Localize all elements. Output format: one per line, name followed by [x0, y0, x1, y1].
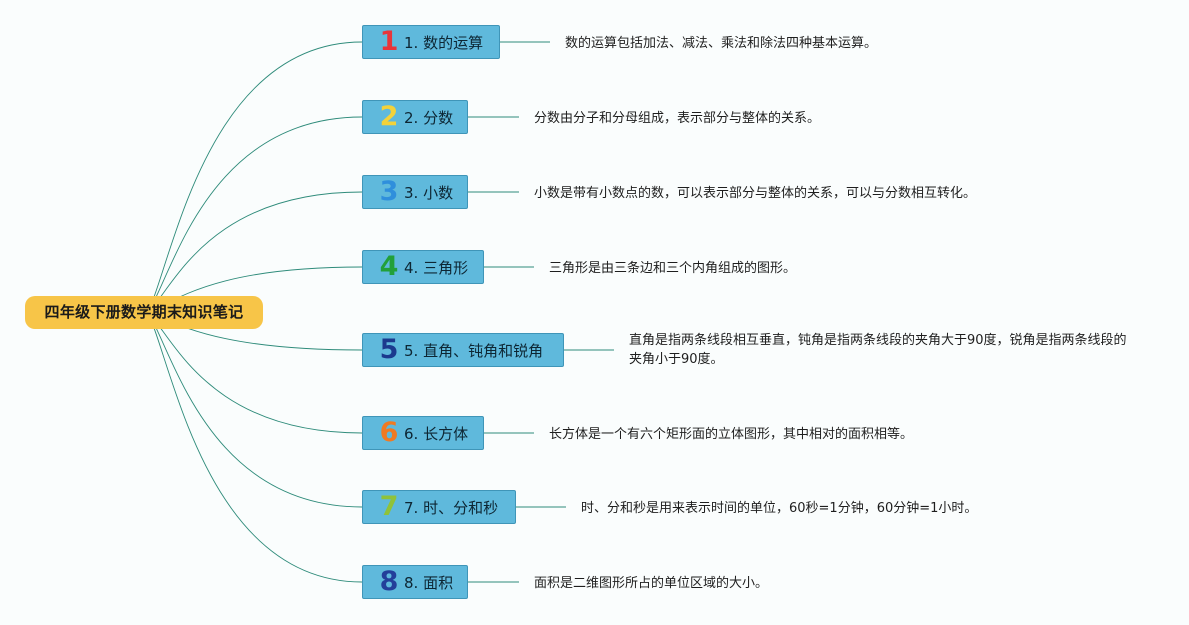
number-two-icon: 2 [379, 101, 399, 132]
topic-label: 6. 长方体 [404, 424, 469, 443]
topic-fractions[interactable]: 2 2. 分数 [362, 100, 468, 134]
topic-label: 3. 小数 [404, 183, 454, 202]
number-three-icon: 3 [379, 176, 399, 207]
topic-description: 面积是二维图形所占的单位区域的大小。 [534, 576, 769, 591]
topic-label: 7. 时、分和秒 [404, 498, 499, 517]
number-five-icon: 5 [379, 334, 399, 365]
branch-line [147, 116, 363, 313]
number-seven-icon: 7 [379, 491, 399, 522]
topic-angles[interactable]: 5 5. 直角、钝角和锐角 [362, 333, 564, 367]
topic-description: 长方体是一个有六个矩形面的立体图形，其中相对的面积相等。 [549, 427, 914, 442]
branch-line [147, 41, 363, 313]
topic-area[interactable]: 8 8. 面积 [362, 565, 468, 599]
topic-label: 2. 分数 [404, 108, 454, 127]
branch-line [147, 312, 363, 434]
topic-label: 5. 直角、钝角和锐角 [404, 341, 544, 360]
topic-description: 分数由分子和分母组成，表示部分与整体的关系。 [534, 111, 821, 126]
topic-cuboid[interactable]: 6 6. 长方体 [362, 416, 484, 450]
topic-description: 小数是带有小数点的数，可以表示部分与整体的关系，可以与分数相互转化。 [534, 186, 977, 201]
branch-line [147, 191, 363, 313]
topic-time-units[interactable]: 7 7. 时、分和秒 [362, 490, 516, 524]
topic-label: 8. 面积 [404, 573, 454, 592]
number-one-icon: 1 [379, 26, 399, 57]
topic-description: 直角是指两条线段相互垂直，钝角是指两条线段的夹角大于90度，锐角是指两条线段的夹… [629, 333, 1127, 367]
branch-line [147, 312, 363, 583]
topic-arithmetic[interactable]: 1 1. 数的运算 [362, 25, 500, 59]
topic-decimals[interactable]: 3 3. 小数 [362, 175, 468, 209]
topic-triangles[interactable]: 4 4. 三角形 [362, 250, 484, 284]
topic-description: 时、分和秒是用来表示时间的单位，60秒=1分钟，60分钟=1小时。 [581, 501, 978, 516]
topic-label: 1. 数的运算 [404, 33, 484, 52]
branch-line [147, 312, 363, 508]
root-topic[interactable]: 四年级下册数学期末知识笔记 [25, 296, 263, 329]
number-six-icon: 6 [379, 417, 399, 448]
topic-description: 数的运算包括加法、减法、乘法和除法四种基本运算。 [565, 36, 878, 51]
number-eight-icon: 8 [379, 566, 399, 597]
number-four-icon: 4 [379, 251, 399, 282]
topic-description: 三角形是由三条边和三个内角组成的图形。 [549, 261, 797, 276]
topic-label: 4. 三角形 [404, 258, 469, 277]
